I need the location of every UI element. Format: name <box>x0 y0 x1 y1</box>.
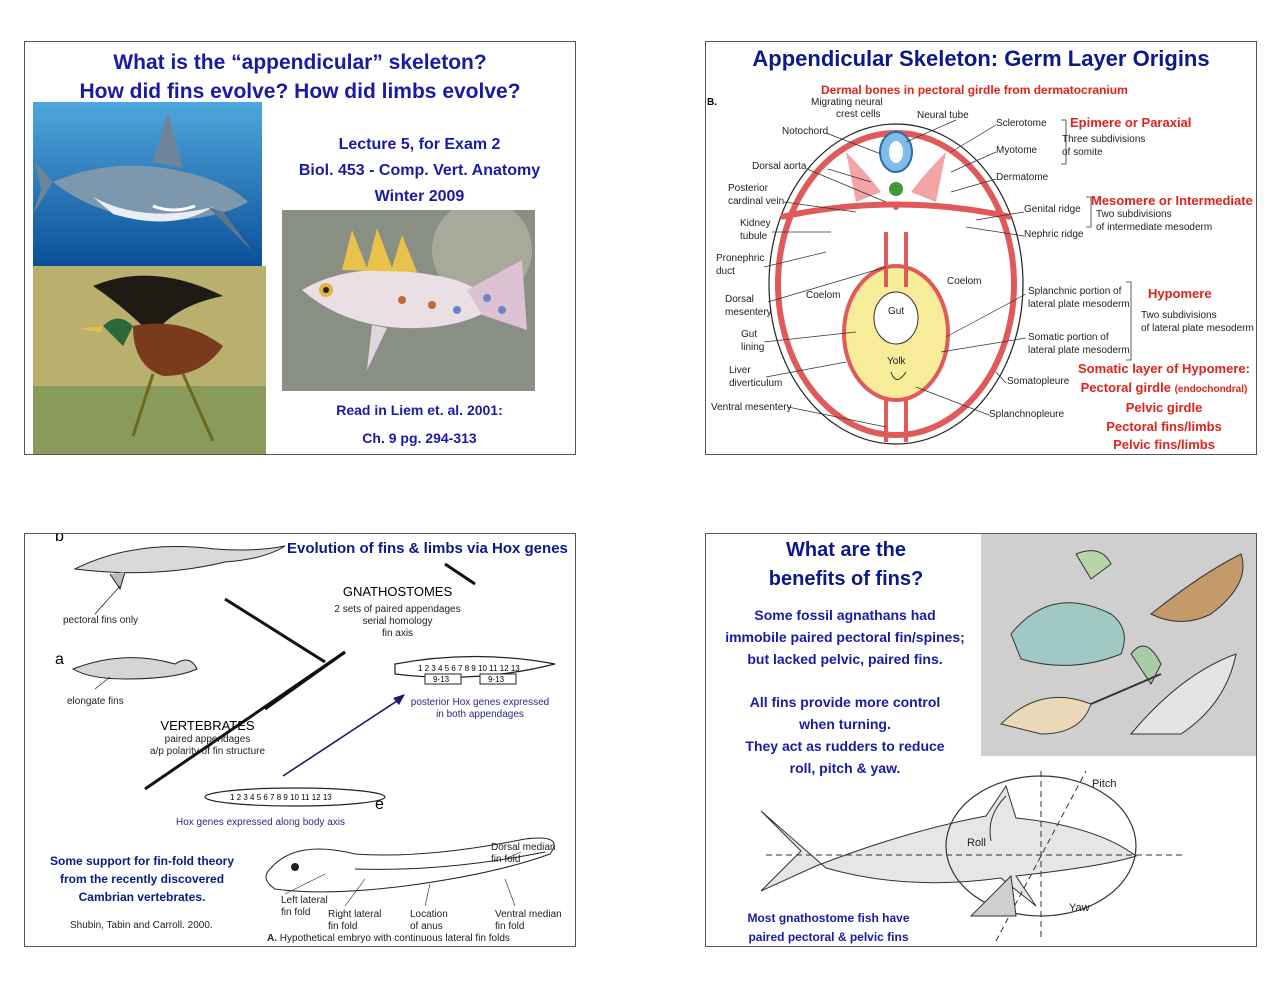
label-kidney: Kidney <box>740 218 771 229</box>
letter-e: e <box>375 796 384 813</box>
gnathostomes-traits: 2 sets of paired appendages serial homol… <box>334 604 461 639</box>
label-splanchnic-portion: Splanchnic portion of <box>1028 286 1122 297</box>
slide-1-title: What is the “appendicular” skeleton? How… <box>79 51 521 103</box>
label-roll: Roll <box>967 837 986 849</box>
slide-3-title: Evolution of fins & limbs via Hox genes <box>287 540 568 557</box>
label-left-fin-fold: fin fold <box>281 907 311 918</box>
epimere-note-1: Three subdivisions <box>1062 134 1146 145</box>
lecture-info: Lecture 5, for Exam 2 Biol. 453 - Comp. … <box>298 136 541 205</box>
epimere-note-2: of somite <box>1062 147 1103 158</box>
label-location: Location <box>410 909 448 920</box>
gnathostomes-title: GNATHOSTOMES <box>342 584 453 599</box>
label-gut-center: Gut <box>888 306 905 317</box>
label-ventral-fin-fold: fin fold <box>495 921 525 932</box>
slide-2-title: Appendicular Skeleton: Germ Layer Origin… <box>752 46 1210 71</box>
label-gut: Gut <box>741 329 758 340</box>
label-of-anus: of anus <box>410 921 443 932</box>
epimere-title: Epimere or Paraxial <box>1070 115 1192 130</box>
label-left-lateral: Left lateral <box>281 895 328 906</box>
label-somatopleure: Somatopleure <box>1007 376 1070 387</box>
fossil-agnathans-illustration <box>981 534 1256 756</box>
label-right-lateral: Right lateral <box>328 909 382 920</box>
hox-body-numbers: 1 2 3 4 5 6 7 8 9 10 11 12 13 <box>230 793 332 802</box>
label-dorsal-fin-fold: fin fold <box>491 854 521 865</box>
label-duct: duct <box>716 266 735 277</box>
reading-assignment: Read in Liem et. al. 2001: Ch. 9 pg. 294… <box>336 402 503 446</box>
letter-b: b <box>55 533 64 545</box>
mesomere-title: Mesomere or Intermediate <box>1091 193 1253 208</box>
slide-4-title: What are the benefits of fins? <box>768 539 924 590</box>
label-pronephric: Pronephric <box>716 253 765 264</box>
slide-1: What is the “appendicular” skeleton? How… <box>24 41 576 455</box>
label-posterior: Posterior <box>728 183 769 194</box>
label-coelom-left: Coelom <box>806 290 841 301</box>
label-elongate-fins: elongate fins <box>67 696 124 707</box>
letter-a: a <box>55 651 64 668</box>
label-dorsal-median: Dorsal median <box>491 842 556 853</box>
label-dorsal: Dorsal <box>725 294 754 305</box>
label-cardinal-vein: cardinal vein <box>728 196 785 207</box>
hox-body-axis-label: Hox genes expressed along body axis <box>176 817 345 828</box>
label-dorsal-aorta: Dorsal aorta <box>752 161 807 172</box>
label-myotome: Myotome <box>996 145 1038 156</box>
label-tubule: tubule <box>740 231 768 242</box>
vertebrates-title: VERTEBRATES <box>160 718 255 733</box>
label-yaw: Yaw <box>1069 902 1090 914</box>
slide-2: Appendicular Skeleton: Germ Layer Origin… <box>705 41 1257 455</box>
agnathan-paragraph: Some fossil agnathans had immobile paire… <box>725 607 965 667</box>
germ-layer-diagram <box>763 119 1132 445</box>
label-somatic-portion: Somatic portion of <box>1028 332 1109 343</box>
fins-control-paragraph: All fins provide more control when turni… <box>745 694 945 776</box>
label-migrating-neural: Migrating neural <box>811 97 883 108</box>
label-coelom-right: Coelom <box>947 276 982 287</box>
fin-fold-support-text: Some support for fin-fold theory from th… <box>50 854 234 904</box>
label-pectoral-fins-only: pectoral fins only <box>63 615 139 626</box>
label-somatic-lateral: lateral plate mesoderm <box>1028 345 1130 356</box>
label-sclerotome: Sclerotome <box>996 118 1047 129</box>
label-genital-ridge: Genital ridge <box>1024 204 1081 215</box>
gnathostome-fins-note: Most gnathostome fish have paired pector… <box>747 911 910 944</box>
label-nephric-ridge: Nephric ridge <box>1024 229 1084 240</box>
hypomere-note-2: of lateral plate mesoderm <box>1141 323 1254 334</box>
label-notochord: Notochord <box>782 126 829 137</box>
hox-9-13-b: 9-13 <box>488 675 505 684</box>
vertebrates-traits: paired appendages a/p polarity of fin st… <box>149 734 266 757</box>
panel-letter: B. <box>707 97 717 108</box>
hawkfish-photo <box>282 210 535 391</box>
slide-3: Evolution of fins & limbs via Hox genes … <box>24 533 576 947</box>
label-liver: Liver <box>729 365 751 376</box>
jacana-bird-photo <box>33 266 266 454</box>
label-pitch: Pitch <box>1092 778 1117 790</box>
posterior-hox-note: posterior Hox genes expressed in both ap… <box>410 697 550 720</box>
mesomere-note-2: of intermediate mesoderm <box>1096 222 1213 233</box>
label-ventral-mesentery: Ventral mesentery <box>711 402 792 413</box>
label-splanchnopleure: Splanchnopleure <box>989 409 1065 420</box>
hox-paired-numbers: 1 2 3 4 5 6 7 8 9 10 11 12 13 <box>418 664 520 673</box>
label-lining: lining <box>741 342 765 353</box>
slide-2-subtitle: Dermal bones in pectoral girdle from der… <box>821 83 1128 97</box>
embryo-caption: A. Hypothetical embryo with continuous l… <box>267 933 510 944</box>
hox-phylogeny-diagram <box>71 545 556 907</box>
shark-axes-diagram <box>760 770 1186 942</box>
citation: Shubin, Tabin and Carroll. 2000. <box>70 920 213 931</box>
label-splanchnic-lateral: lateral plate mesoderm <box>1028 299 1130 310</box>
shark-photo <box>33 102 262 266</box>
label-ventral-median: Ventral median <box>495 909 562 920</box>
hypomere-note-1: Two subdivisions <box>1141 310 1217 321</box>
label-mesentery: mesentery <box>725 307 772 318</box>
hox-9-13-a: 9-13 <box>433 675 450 684</box>
label-dermatome: Dermatome <box>996 172 1049 183</box>
slide-4: What are the benefits of fins? Some foss… <box>705 533 1257 947</box>
somatic-layer-list: Somatic layer of Hypomere: Pectoral gird… <box>1078 361 1250 452</box>
label-neural-tube: Neural tube <box>917 110 969 121</box>
label-crest-cells: crest cells <box>836 109 881 120</box>
label-right-fin-fold: fin fold <box>328 921 358 932</box>
label-yolk: Yolk <box>887 356 906 367</box>
label-diverticulum: diverticulum <box>729 378 783 389</box>
mesomere-note-1: Two subdivisions <box>1096 209 1172 220</box>
hypomere-title: Hypomere <box>1148 286 1212 301</box>
